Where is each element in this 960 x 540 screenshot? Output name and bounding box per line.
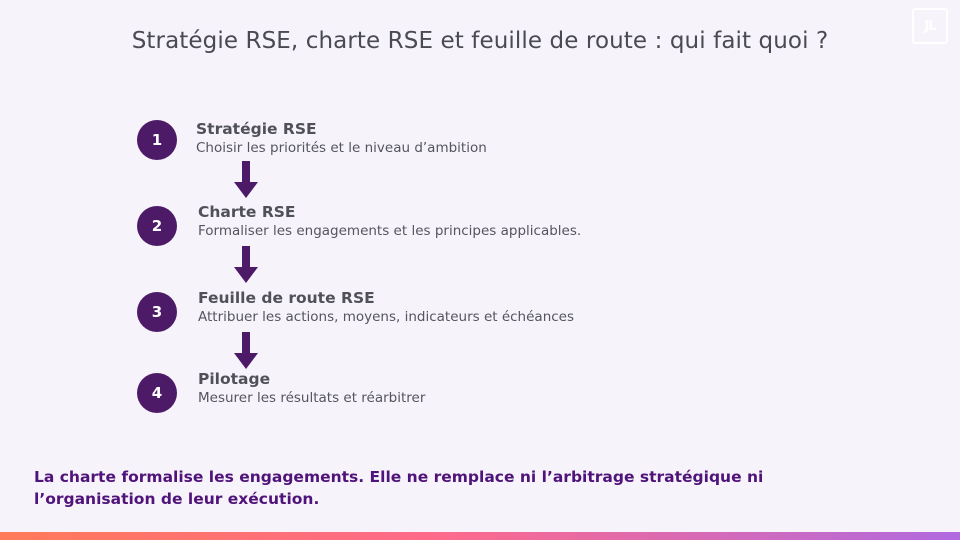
step-title: Stratégie RSE bbox=[196, 120, 317, 138]
step-number-badge: 2 bbox=[137, 206, 177, 246]
step-text: Charte RSE Formaliser les engagements et… bbox=[198, 202, 581, 240]
step-text: Stratégie RSE Choisir les priorités et l… bbox=[196, 119, 487, 157]
step-number-badge: 3 bbox=[137, 292, 177, 332]
step-description: Choisir les priorités et le niveau d’amb… bbox=[196, 140, 487, 156]
step-description: Attribuer les actions, moyens, indicateu… bbox=[198, 309, 575, 325]
conclusion-text: La charte formalise les engagements. Ell… bbox=[34, 468, 764, 508]
page-title: Stratégie RSE, charte RSE et feuille de … bbox=[131, 28, 829, 54]
gradient-bottom-bar bbox=[0, 532, 960, 540]
step-title: Charte RSE bbox=[198, 203, 296, 221]
down-arrow-icon bbox=[234, 246, 258, 284]
step-description: Mesurer les résultats et réarbitrer bbox=[198, 390, 426, 406]
step-number-badge: 1 bbox=[137, 120, 177, 160]
logo-text: JL bbox=[924, 18, 936, 34]
step-text: Feuille de route RSE Attribuer les actio… bbox=[198, 288, 574, 326]
logo: JL bbox=[912, 8, 948, 44]
step-title: Pilotage bbox=[198, 370, 271, 388]
step-number-badge: 4 bbox=[137, 373, 177, 413]
down-arrow-icon bbox=[234, 161, 258, 199]
down-arrow-icon bbox=[234, 332, 258, 370]
step-description: Formaliser les engagements et les princi… bbox=[198, 223, 582, 239]
step-text: Pilotage Mesurer les résultats et réarbi… bbox=[198, 369, 425, 407]
step-title: Feuille de route RSE bbox=[198, 289, 375, 307]
